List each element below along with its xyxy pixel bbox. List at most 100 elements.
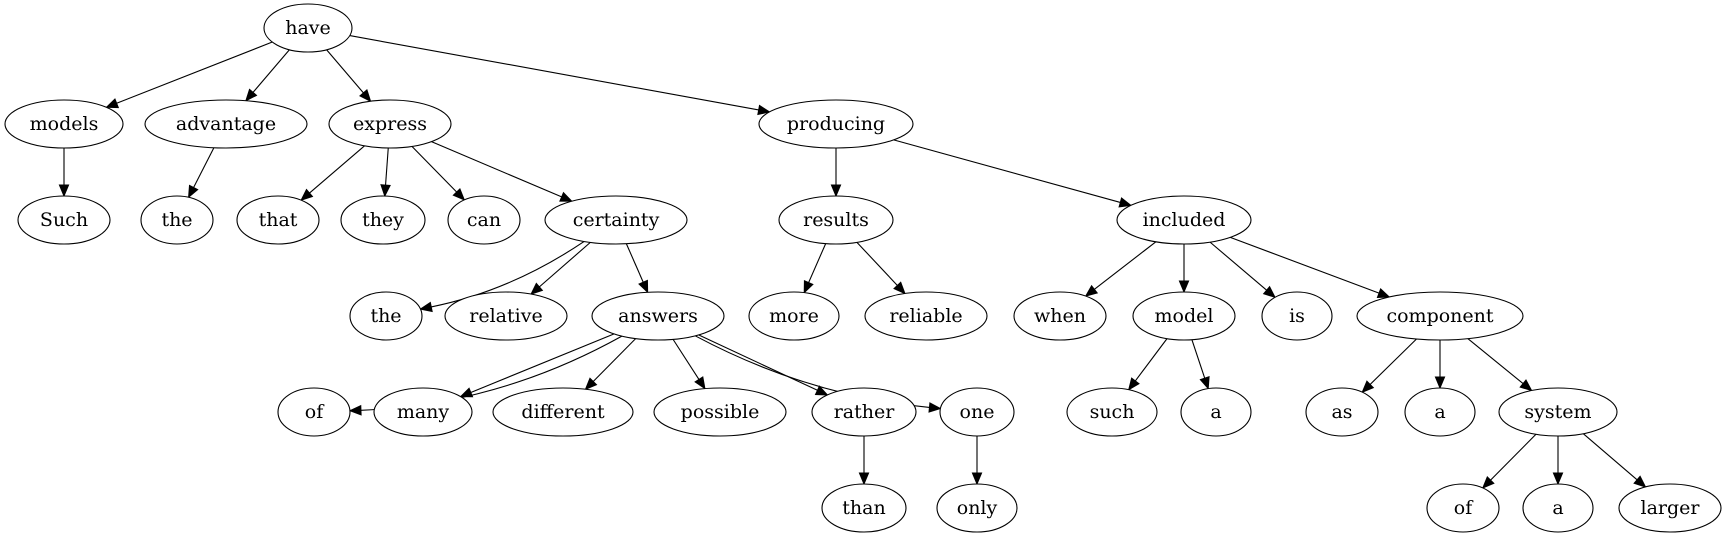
node-they: they (340, 195, 426, 245)
node-advantage: advantage (144, 99, 308, 149)
node-ellipse (1116, 195, 1252, 245)
edge-have-to-models (105, 41, 273, 109)
edge-certainty-to-the2 (419, 240, 585, 313)
node-of1: of (277, 387, 351, 437)
node-label: component (1386, 305, 1493, 327)
node-certainty: certainty (544, 195, 688, 245)
node-ellipse (144, 99, 308, 149)
node-ellipse (1132, 291, 1236, 341)
node-relative: relative (444, 291, 568, 341)
node-ellipse (328, 99, 452, 149)
node-ellipse (263, 3, 353, 53)
node-system: system (1498, 387, 1618, 437)
edge-answers-to-rather (698, 334, 829, 396)
node-possible: possible (653, 387, 787, 437)
node-only: only (936, 483, 1018, 533)
node-a2: a (1404, 387, 1476, 437)
node-ellipse (1261, 291, 1333, 341)
node-ellipse (340, 195, 426, 245)
node-label: Such (40, 209, 88, 231)
node-label: than (842, 497, 885, 519)
node-label: answers (618, 305, 698, 327)
edge-express-to-that (300, 145, 365, 202)
node-many: many (373, 387, 473, 437)
edge-answers-to-many (459, 333, 615, 398)
edge-have-to-advantage (245, 49, 290, 102)
node-ellipse (444, 291, 568, 341)
edge-certainty-to-answers (625, 243, 649, 294)
edge-advantage-to-the1 (188, 147, 215, 199)
node-label: they (362, 209, 404, 231)
node-larger: larger (1618, 483, 1722, 533)
node-label: model (1155, 305, 1214, 327)
node-label: a (1552, 497, 1563, 519)
edge-producing-to-included (893, 139, 1133, 208)
edge-have-to-express (326, 49, 372, 103)
node-label: of (1454, 497, 1474, 519)
edge-included-to-is (1209, 241, 1277, 299)
node-label: of (305, 401, 325, 423)
node-label: only (957, 497, 998, 519)
node-answers: answers (591, 291, 725, 341)
node-label: reliable (889, 305, 962, 327)
edge-system-to-larger (1582, 433, 1647, 488)
node-ellipse (653, 387, 787, 437)
node-a3: a (1522, 483, 1594, 533)
edge-model-to-such2 (1127, 338, 1168, 391)
edge-producing-to-results (830, 148, 842, 198)
edge-included-to-when (1084, 241, 1157, 297)
node-have: have (263, 3, 353, 53)
node-label: express (353, 113, 427, 135)
node-ellipse (447, 195, 521, 245)
edge-component-to-as (1361, 338, 1417, 394)
node-label: models (30, 113, 99, 135)
node-ellipse (748, 291, 840, 341)
edge-rather-to-than (858, 436, 870, 486)
node-of2: of (1426, 483, 1500, 533)
edge-layer (58, 35, 1647, 489)
node-ellipse (17, 195, 111, 245)
edge-express-to-they (380, 147, 391, 198)
node-label: many (397, 401, 450, 423)
node-model: model (1132, 291, 1236, 341)
node-ellipse (1356, 291, 1524, 341)
node-label: have (285, 17, 331, 39)
node-ellipse (939, 387, 1015, 437)
node-label: as (1331, 401, 1352, 423)
node-label: rather (834, 401, 896, 423)
node-ellipse (277, 387, 351, 437)
node-such2: such (1066, 387, 1158, 437)
node-can: can (447, 195, 521, 245)
edge-model-to-a1 (1191, 339, 1210, 390)
edge-results-to-reliable (856, 241, 906, 295)
node-ellipse (1180, 387, 1252, 437)
node-ellipse (373, 387, 473, 437)
node-ellipse (349, 291, 423, 341)
node-label: a (1210, 401, 1221, 423)
node-label: included (1143, 209, 1226, 231)
node-label: possible (681, 401, 760, 423)
node-ellipse (936, 483, 1018, 533)
node-label: different (521, 401, 605, 423)
edge-answers-to-different (584, 338, 637, 391)
node-that: that (236, 195, 320, 245)
node-label: can (467, 209, 501, 231)
node-reliable: reliable (864, 291, 988, 341)
node-label: certainty (573, 209, 660, 231)
node-ellipse (811, 387, 917, 437)
edge-included-to-model (1178, 244, 1190, 294)
node-ellipse (236, 195, 320, 245)
edge-answers-to-possible (672, 339, 706, 390)
edge-system-to-a3 (1552, 436, 1564, 486)
edge-express-to-can (411, 146, 466, 201)
node-ellipse (778, 195, 894, 245)
node-ellipse (864, 291, 988, 341)
node-label: when (1034, 305, 1086, 327)
node-ellipse (1305, 387, 1379, 437)
edge-express-to-certainty (431, 141, 573, 202)
node-rather: rather (811, 387, 917, 437)
node-label: system (1524, 401, 1591, 423)
edge-component-to-system (1467, 338, 1533, 392)
